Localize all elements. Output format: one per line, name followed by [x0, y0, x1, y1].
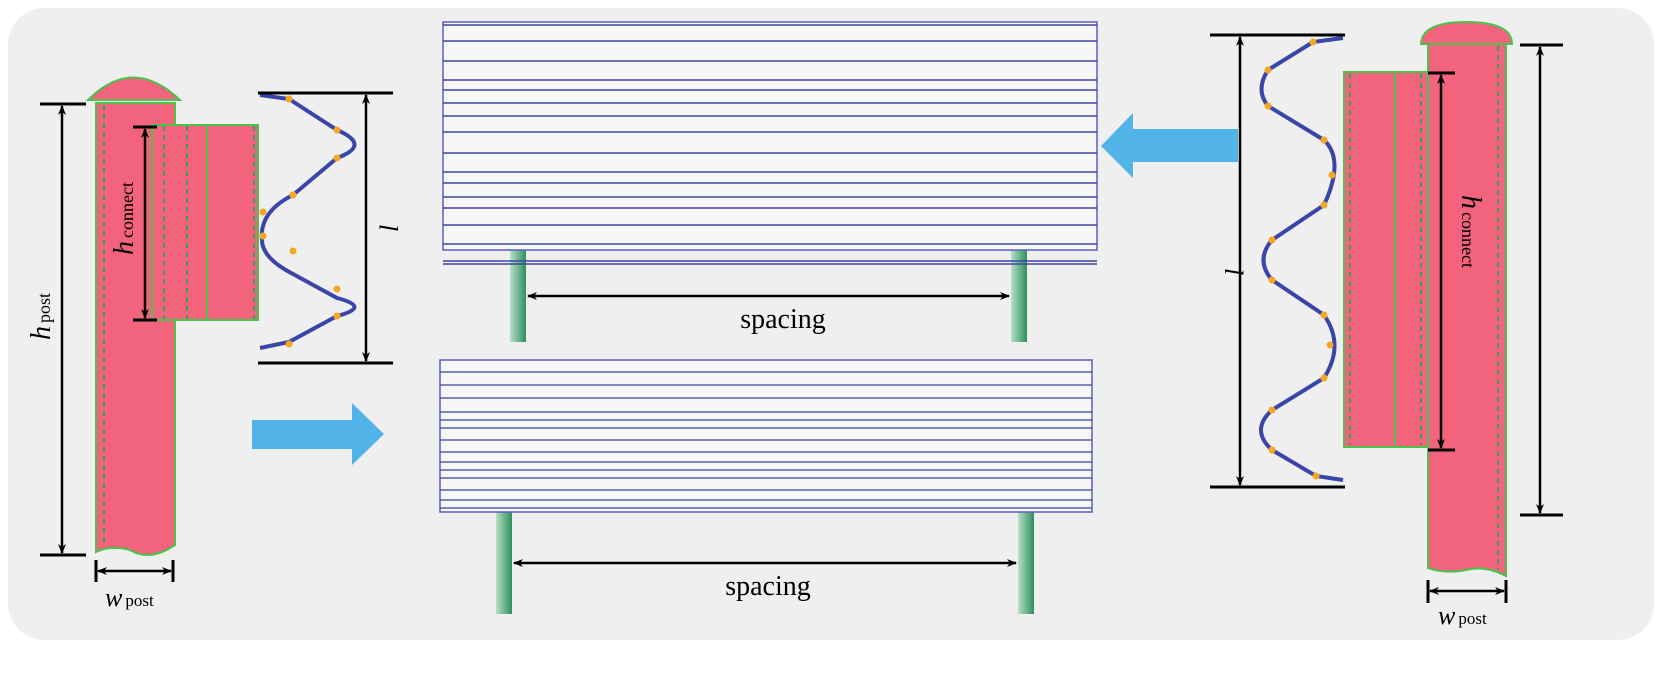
fence-leg: [1011, 250, 1027, 342]
post-cap: [85, 76, 183, 101]
wave-points: [1264, 38, 1336, 480]
fence-leg: [510, 250, 526, 342]
right-arrow-icon: [252, 403, 384, 465]
post-cap: [1419, 20, 1514, 45]
left-connector: [151, 124, 259, 321]
l-label: l: [1219, 268, 1248, 275]
fence-leg: [496, 512, 512, 614]
fence-leg: [1018, 512, 1034, 614]
h-connect-label: hconnect: [109, 182, 140, 255]
spacing-label: spacing: [725, 571, 811, 602]
wave-profile: [259, 93, 357, 350]
right-connector: [1343, 71, 1429, 448]
wave-points: [259, 95, 341, 348]
right-dimensions: [1210, 33, 1563, 603]
left-dimensions: [40, 91, 393, 582]
l-label: l: [375, 225, 404, 232]
post-body: [1427, 43, 1507, 578]
wave-profile: [1259, 36, 1344, 482]
left-arrow-icon: [1101, 113, 1238, 178]
h-post-label: hpost: [26, 293, 57, 340]
fence-panel-top: spacing: [442, 21, 1098, 342]
h-connect-label: hconnect: [1455, 195, 1486, 268]
spacing-label: spacing: [740, 304, 826, 335]
fence-panel-bottom: spacing: [439, 359, 1093, 614]
